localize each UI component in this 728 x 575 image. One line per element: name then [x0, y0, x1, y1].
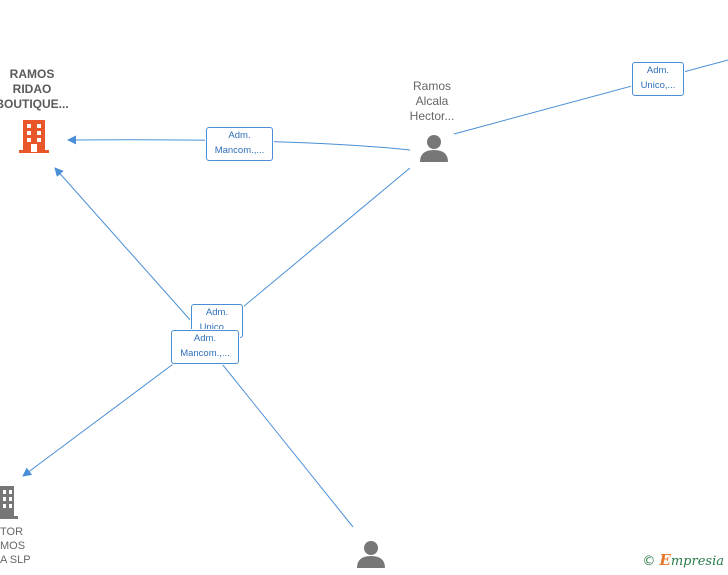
node-label-hector-ramos[interactable]: TOR MOS A SLP — [0, 526, 31, 566]
edge-center-to-ridao[interactable] — [54, 167, 209, 341]
edge-label-center-lower[interactable]: Adm. Mancom.,... — [171, 330, 239, 364]
person-icon[interactable] — [357, 541, 385, 568]
edge-alcala-to-center[interactable] — [212, 167, 411, 333]
brand-initial: E — [659, 551, 671, 569]
brand-logo: ©Empresia — [642, 551, 724, 569]
node-label-ramos-alcala[interactable]: Ramos Alcala Hector... — [409, 79, 455, 123]
building-icon[interactable] — [19, 120, 49, 153]
edge-top-right[interactable] — [453, 59, 728, 135]
node-label-ramos-ridao[interactable]: RAMOS RIDAO BOUTIQUE... — [0, 67, 69, 111]
building-icon[interactable] — [0, 486, 18, 519]
edge-center-to-hector[interactable] — [22, 343, 201, 477]
edge-label-top-right[interactable]: Adm. Unico,... — [632, 62, 684, 96]
edge-label-alcala-ridao[interactable]: Adm. Mancom.,... — [206, 127, 273, 161]
copyright-symbol: © — [642, 554, 656, 569]
edge-center-to-bottom-person[interactable] — [205, 343, 354, 528]
brand-name: mpresia — [670, 554, 724, 569]
person-icon[interactable] — [420, 135, 448, 162]
